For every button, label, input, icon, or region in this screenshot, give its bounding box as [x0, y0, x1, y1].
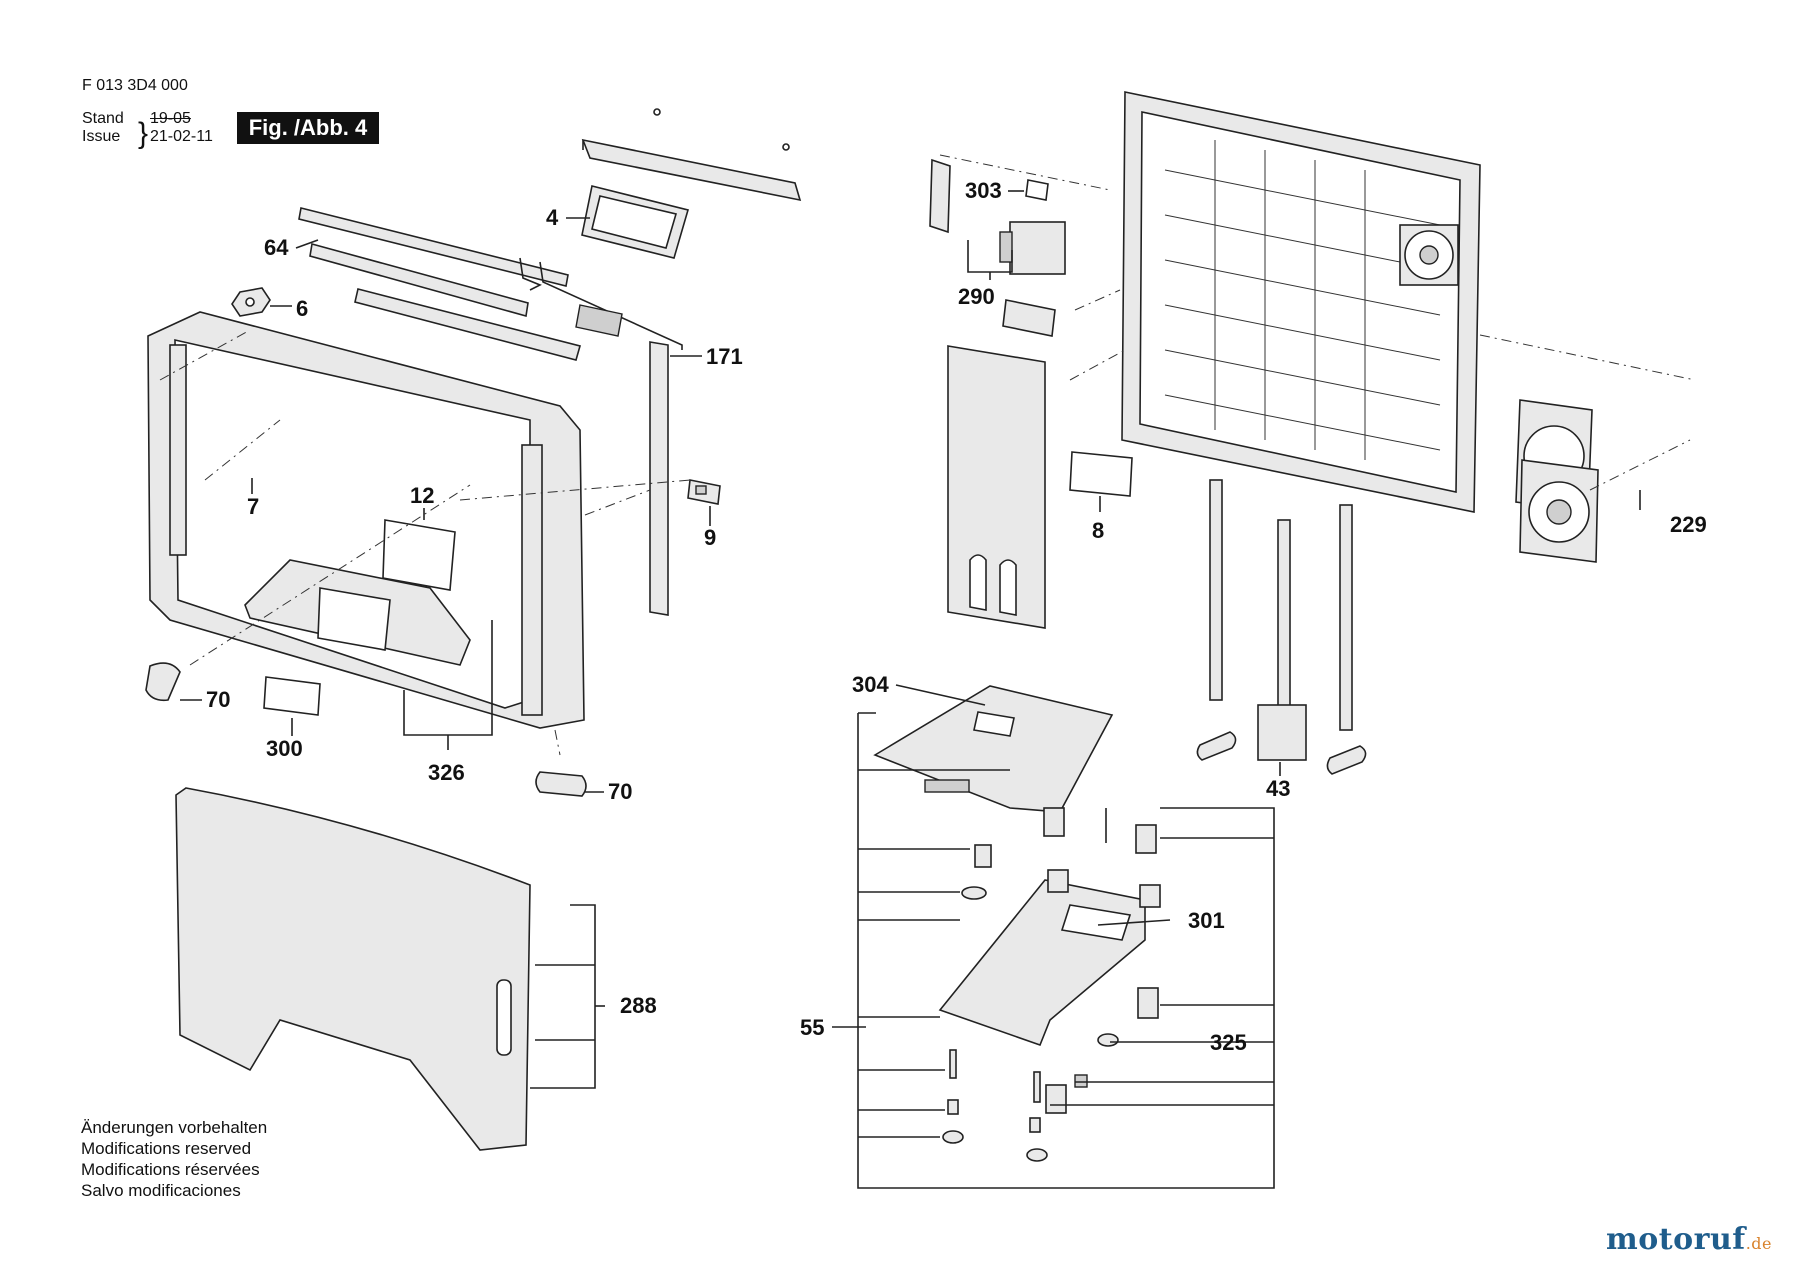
callout-8: 8 [1092, 518, 1104, 543]
front-frame-326 [147, 311, 585, 729]
figure-label: Fig. /Abb. 4 [237, 112, 379, 144]
support-rods [1209, 479, 1353, 761]
rail-strip-64 [298, 207, 581, 361]
note-es: Salvo modificaciones [81, 1181, 241, 1200]
callout-304: 304 [852, 672, 889, 697]
motor-290 [929, 158, 1066, 275]
label-8 [1069, 451, 1133, 497]
note-fr: Modifications réservées [81, 1160, 260, 1179]
issue-date: 21-02-11 [150, 128, 213, 145]
callout-64: 64 [264, 235, 289, 260]
callout-70-right: 70 [608, 779, 632, 804]
callout-300: 300 [266, 736, 303, 761]
callout-43: 43 [1266, 776, 1290, 801]
issue-label: Issue [82, 128, 121, 145]
callout-171: 171 [706, 344, 743, 369]
callout-229: 229 [1670, 512, 1707, 537]
document-number: F 013 3D4 000 [82, 77, 188, 94]
mounting-plate-304 [873, 685, 1114, 813]
foot-70-left [145, 662, 181, 702]
brand-name: motoruf [1606, 1222, 1746, 1257]
note-de: Änderungen vorbehalten [81, 1118, 268, 1137]
callout-6: 6 [296, 296, 308, 321]
label-300 [263, 676, 321, 716]
note-en: Modifications reserved [81, 1139, 252, 1158]
holder-bracket [1002, 299, 1056, 337]
callout-labels: 4 64 6 7 12 9 171 70 300 326 70 288 303 … [180, 178, 1707, 1055]
brand-suffix: .de [1745, 1234, 1772, 1253]
callout-7: 7 [247, 494, 259, 519]
callout-303: 303 [965, 178, 1002, 203]
switch-9 [687, 479, 721, 505]
callout-288: 288 [620, 993, 657, 1018]
callout-4: 4 [546, 205, 559, 230]
keypad-part [575, 304, 623, 337]
brace-icon: } [138, 117, 149, 150]
callout-brackets [857, 712, 1275, 1189]
display-bracket-part [581, 185, 690, 259]
callout-55: 55 [800, 1015, 824, 1040]
stand-label: Stand [82, 110, 124, 127]
callout-325: 325 [1210, 1030, 1247, 1055]
callout-290: 290 [958, 284, 995, 309]
top-rail-part [581, 108, 802, 202]
fan-229-back [1519, 459, 1599, 563]
plate-board [947, 345, 1046, 629]
small-hardware [942, 844, 1119, 1162]
callout-301: 301 [1188, 908, 1225, 933]
brand-logo[interactable]: motoruf.de [1606, 1222, 1772, 1257]
cover-288 [175, 787, 531, 1151]
callout-326: 326 [428, 760, 465, 785]
stand-date: 19-05 [150, 110, 191, 127]
base-stand-301 [938, 869, 1161, 1047]
bracket-6 [231, 287, 271, 317]
label-303 [1025, 179, 1049, 201]
callout-70-left: 70 [206, 687, 230, 712]
foot-plates-43 [1196, 731, 1367, 775]
callout-9: 9 [704, 525, 716, 550]
callout-12: 12 [410, 483, 434, 508]
callout-brackets-left [403, 240, 1641, 1089]
modification-notes: Änderungen vorbehalten Modifications res… [81, 1117, 267, 1201]
foot-70-right [535, 771, 587, 797]
bushings-325 [1043, 807, 1159, 1114]
back-panel-part [1121, 91, 1481, 513]
